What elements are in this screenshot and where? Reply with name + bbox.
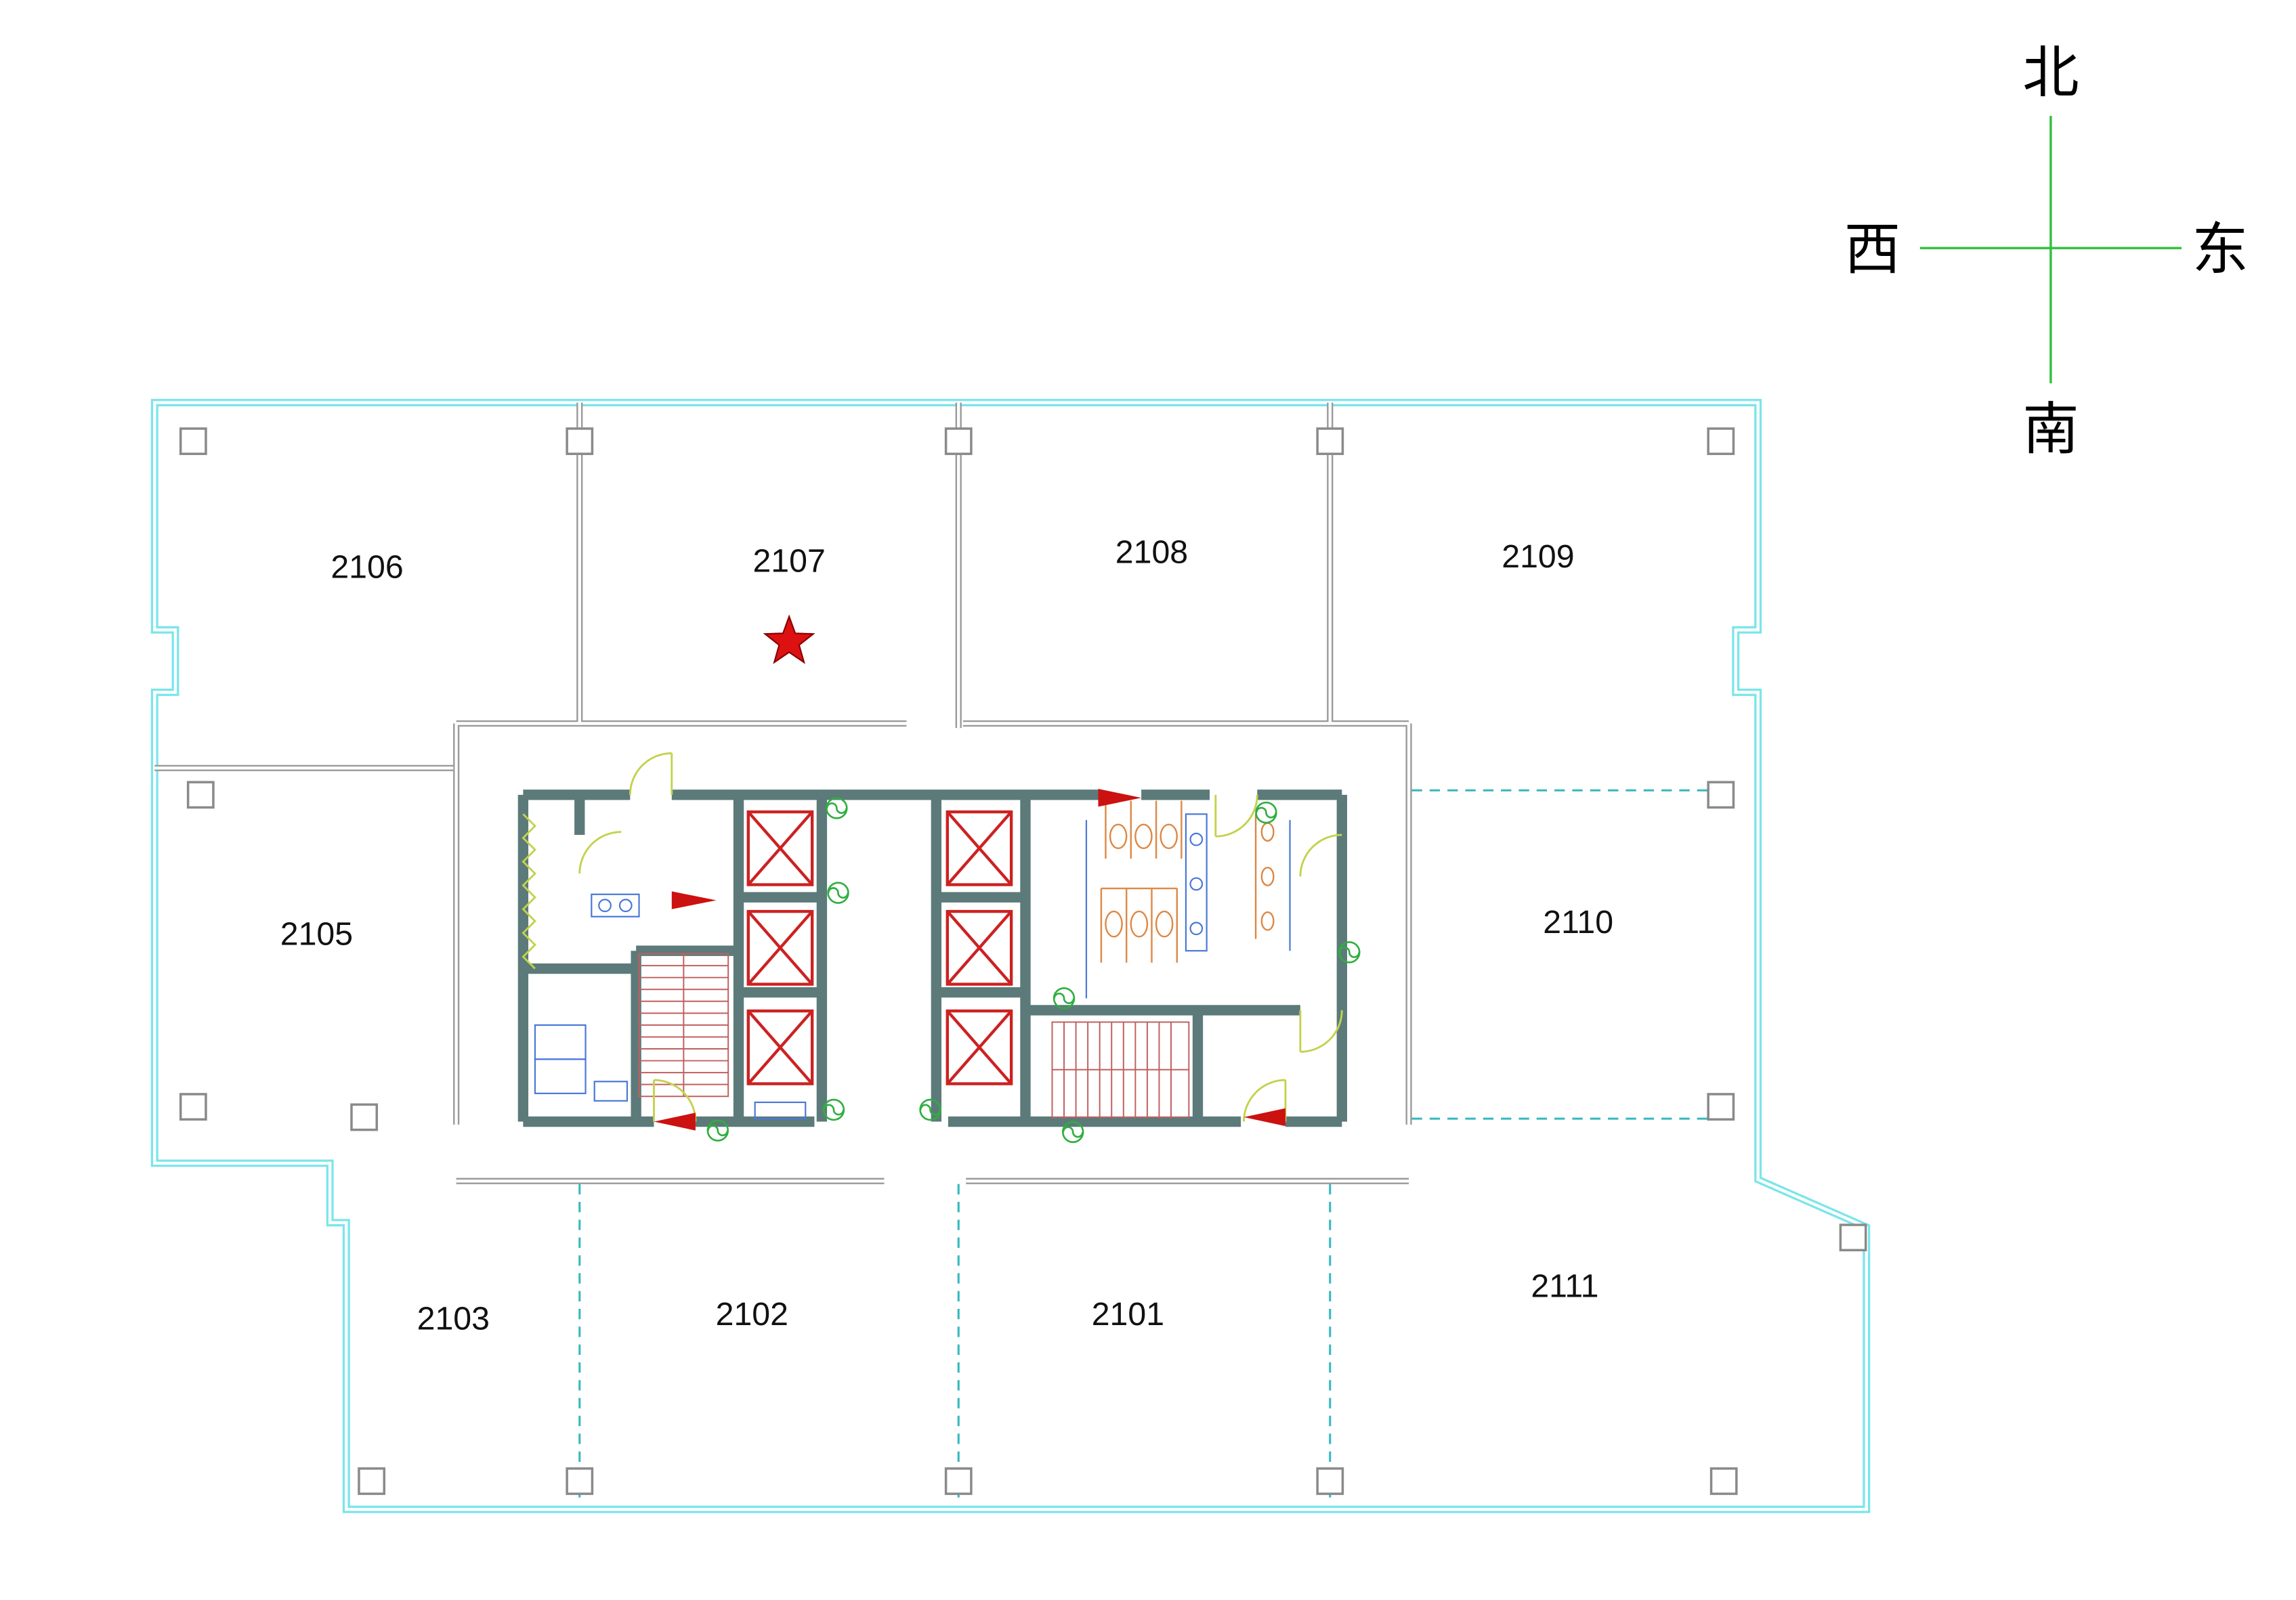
column	[1707, 781, 1735, 809]
column	[566, 1467, 594, 1495]
sink-fixtures	[534, 813, 1291, 1120]
vent-fan-icon	[826, 797, 848, 819]
room-label-2105: 2105	[280, 915, 353, 952]
room-label-2103: 2103	[417, 1301, 490, 1337]
fire-door-marker	[654, 789, 1285, 1131]
compass-south-label: 南	[2022, 397, 2079, 462]
columns	[179, 427, 1867, 1495]
door-arc-icon	[522, 752, 1343, 1122]
interior-walls	[154, 402, 1412, 1184]
stair-icon	[638, 953, 729, 1098]
elevator-icon	[948, 812, 1011, 885]
column	[358, 1467, 386, 1495]
column	[186, 781, 215, 809]
toilet-fixtures	[1100, 800, 1275, 963]
room-label-2110: 2110	[1543, 904, 1613, 940]
column	[179, 1093, 207, 1121]
column	[1709, 1467, 1738, 1495]
dashed-partitions	[578, 789, 1718, 1504]
room-labels: 2106 2107 2108 2109 2105 2110 2111 2103 …	[280, 534, 1613, 1337]
column	[944, 427, 973, 456]
room-label-2102: 2102	[716, 1296, 788, 1333]
room-label-2106: 2106	[331, 548, 403, 585]
floor-outline-inner	[153, 401, 1869, 1511]
column	[1707, 427, 1735, 456]
elevator-icon	[948, 1011, 1011, 1084]
room-label-2108: 2108	[1115, 534, 1188, 571]
column	[1316, 427, 1344, 456]
column	[1316, 1467, 1344, 1495]
elevator-icon	[748, 812, 812, 885]
column	[1839, 1224, 1867, 1252]
compass-cross	[1919, 116, 2182, 384]
elevator-icon	[948, 911, 1011, 985]
room-label-2107: 2107	[752, 543, 825, 580]
column	[179, 427, 207, 456]
elevator-icon	[748, 911, 812, 985]
column	[566, 427, 594, 456]
column	[944, 1467, 973, 1495]
column	[1707, 1093, 1735, 1121]
star-marker-icon	[763, 614, 815, 664]
vent-fan-icon	[1255, 801, 1277, 824]
compass-west-label: 西	[1844, 217, 1900, 282]
core-walls	[517, 790, 1348, 1127]
elevator-icon	[748, 1011, 812, 1084]
room-label-2111: 2111	[1531, 1268, 1598, 1304]
column	[350, 1103, 379, 1131]
vents	[706, 797, 1361, 1144]
room-label-2109: 2109	[1502, 538, 1574, 575]
compass-north-label: 北	[2022, 40, 2079, 106]
vent-fan-icon	[827, 882, 849, 904]
compass-rose: 北 南 西 东	[1844, 40, 2249, 462]
compass-east-label: 东	[2192, 217, 2248, 282]
elevator-bank	[748, 812, 1011, 1084]
stair-icon	[1051, 1021, 1190, 1118]
room-label-2101: 2101	[1092, 1296, 1164, 1333]
